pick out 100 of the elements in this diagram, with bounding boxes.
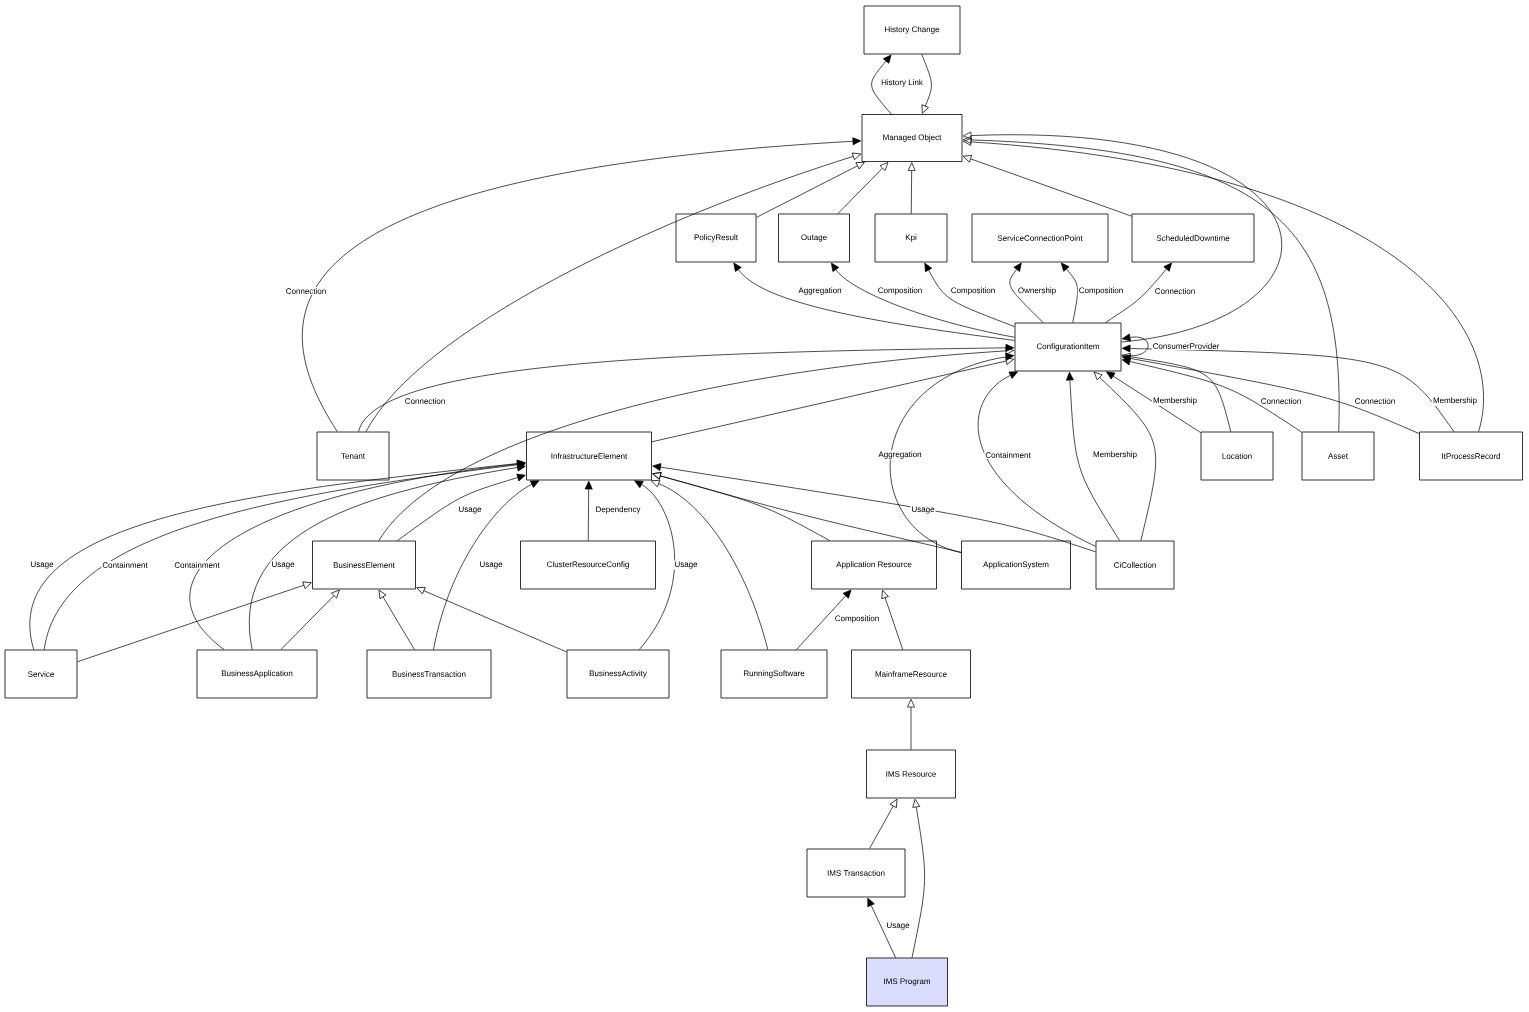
class-box: Location xyxy=(1200,431,1274,481)
arrow xyxy=(358,343,1015,432)
arrow xyxy=(890,352,1015,554)
class-box: ClusterResourceConfig xyxy=(520,540,656,590)
arrow xyxy=(831,262,1015,338)
edge-label: Connection xyxy=(1153,287,1197,295)
edge-label: Connection xyxy=(1259,397,1303,405)
class-box: History Change xyxy=(863,5,961,55)
class-box: BusinessTransaction xyxy=(366,649,492,699)
arrow xyxy=(962,155,1132,217)
arrow xyxy=(1061,262,1078,323)
arrow xyxy=(733,262,1015,341)
edge-label: Membership xyxy=(1432,396,1478,406)
class-box: ItProcessRecord xyxy=(1419,431,1523,481)
edge-label: Composition xyxy=(876,286,924,296)
edge-label: Composition xyxy=(1077,286,1125,296)
arrow xyxy=(1093,371,1156,541)
edge-label: Dependency xyxy=(594,505,642,515)
arrow xyxy=(911,798,925,958)
class-box: CiCollection xyxy=(1095,540,1175,590)
class-box: IMS Program xyxy=(866,957,948,1007)
class-box: IMS Resource xyxy=(866,749,956,799)
arrow xyxy=(1121,354,1420,434)
class-box: Kpi xyxy=(874,213,948,263)
arrow xyxy=(1066,371,1120,541)
edge-label: Usage xyxy=(270,560,296,570)
edge-label: Usage xyxy=(478,560,504,570)
arrow xyxy=(837,162,889,214)
arrow xyxy=(962,131,1282,343)
arrow xyxy=(365,152,862,432)
class-box: InfrastructureElement xyxy=(526,431,652,481)
edge-label: Composition xyxy=(949,286,997,296)
arrow xyxy=(652,463,1096,553)
arrow xyxy=(796,589,852,650)
edge-label: Usage xyxy=(885,921,911,931)
arrow xyxy=(756,161,865,218)
edge-label: Membership xyxy=(1092,450,1138,460)
class-box: BusinessApplication xyxy=(196,649,318,699)
class-box: MainframeResource xyxy=(851,649,971,699)
arrow xyxy=(652,472,962,553)
edge-label: Connection xyxy=(1353,397,1397,405)
edge-label: Containment xyxy=(984,451,1032,459)
arrow xyxy=(1121,352,1232,432)
class-box: Application Resource xyxy=(811,540,937,590)
class-box: BusinessElement xyxy=(312,540,416,590)
arrow xyxy=(867,897,896,958)
edge-label: Usage xyxy=(29,560,55,570)
arrow xyxy=(921,54,932,114)
edge-label: Containment xyxy=(173,561,221,569)
arrow xyxy=(634,480,675,650)
class-box: ScheduledDowntime xyxy=(1131,213,1255,263)
arrow xyxy=(416,587,567,653)
edge-label: Containment xyxy=(101,561,149,569)
edge-label: Ownership xyxy=(1016,286,1058,296)
edge-label: History Link xyxy=(880,78,924,88)
arrow xyxy=(248,463,526,650)
arrow xyxy=(397,473,526,541)
arrow xyxy=(907,698,915,750)
edge-label: Connection xyxy=(403,397,447,405)
class-box: RunningSoftware xyxy=(720,649,828,699)
edge-label: Composition xyxy=(833,614,881,624)
arrow xyxy=(962,137,1484,432)
class-box: IMS Transaction xyxy=(806,848,906,898)
arrow xyxy=(977,371,1096,547)
class-box: BusinessActivity xyxy=(566,649,670,699)
arrow xyxy=(962,136,1340,432)
arrow xyxy=(881,589,904,650)
class-box: ApplicationSystem xyxy=(961,540,1071,590)
arrow xyxy=(1121,333,1149,357)
arrow xyxy=(1121,357,1302,433)
arrow xyxy=(378,346,1015,541)
edge-label: Membership xyxy=(1152,396,1198,406)
arrow xyxy=(280,589,340,650)
arrow xyxy=(1106,371,1201,433)
class-box: PolicyResult xyxy=(675,213,757,263)
arrow xyxy=(907,162,916,214)
edge-label: Connection xyxy=(284,287,328,295)
arrow xyxy=(584,480,593,541)
arrow xyxy=(651,357,1015,443)
edge-label: Usage xyxy=(910,505,936,515)
arrow xyxy=(869,798,898,849)
arrow xyxy=(1105,262,1172,323)
arrow xyxy=(189,460,526,650)
class-box: ConfigurationItem xyxy=(1014,322,1122,372)
edge-label: Usage xyxy=(457,505,483,515)
edge-label: Aggregation xyxy=(877,450,923,460)
arrow xyxy=(1009,262,1044,323)
edge-label: Usage xyxy=(673,560,699,570)
class-box: Managed Object xyxy=(861,114,963,162)
arrow xyxy=(924,262,1015,327)
arrow xyxy=(378,589,415,650)
class-box: Tenant xyxy=(316,431,390,481)
arrow xyxy=(77,581,312,663)
class-box: ServiceConnectionPoint xyxy=(971,213,1109,263)
class-box: Outage xyxy=(778,213,850,263)
arrow xyxy=(302,137,862,432)
arrow xyxy=(433,480,540,650)
class-box: Asset xyxy=(1301,431,1375,481)
arrow xyxy=(651,479,769,650)
edge-label: Aggregation xyxy=(797,286,843,296)
